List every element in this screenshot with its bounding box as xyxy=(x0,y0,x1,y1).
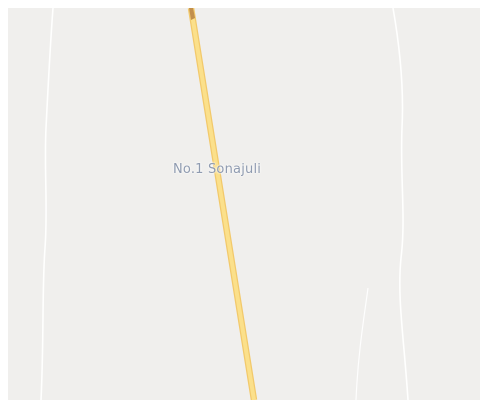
right-minor-path xyxy=(355,287,369,400)
map-canvas[interactable]: No.1 Sonajuli xyxy=(8,8,480,400)
right-boundary-line xyxy=(392,8,409,400)
left-boundary-line xyxy=(40,8,54,400)
main-road[interactable] xyxy=(189,8,256,400)
road-end-marker xyxy=(189,8,195,20)
map-layer xyxy=(40,8,409,400)
place-label: No.1 Sonajuli xyxy=(173,162,262,177)
